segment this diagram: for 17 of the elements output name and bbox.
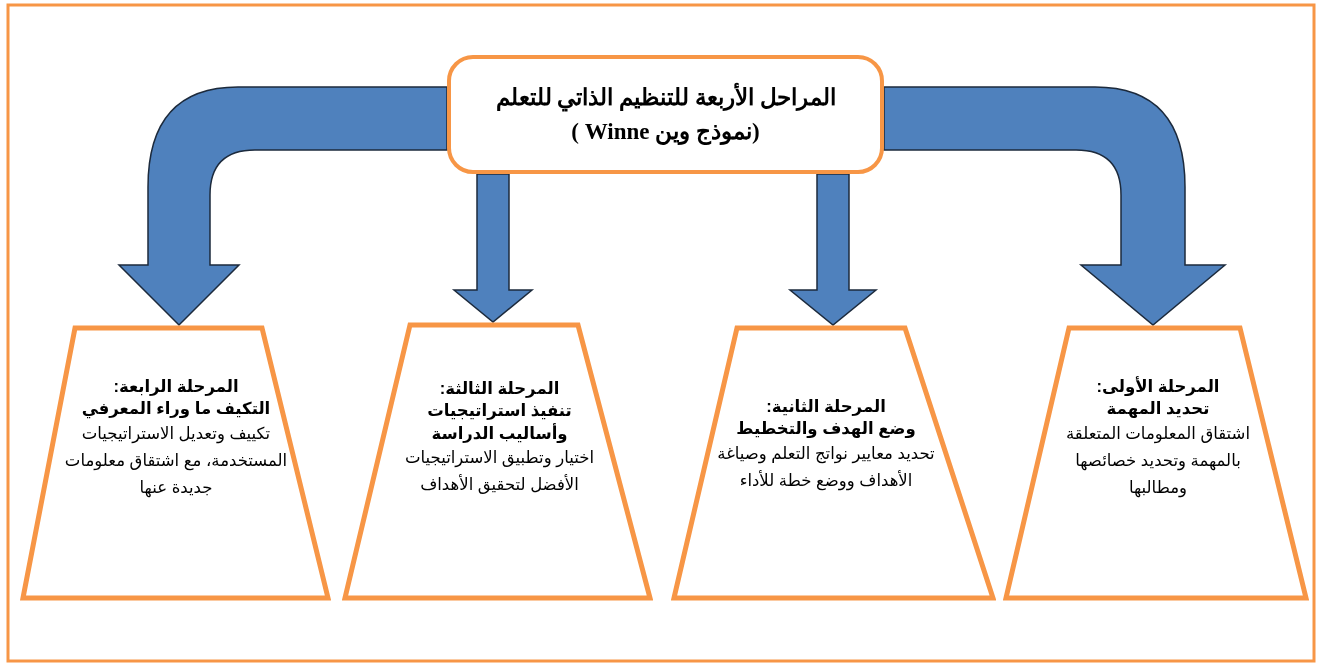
stage-title: تحديد المهمة <box>1105 398 1211 420</box>
block-arrow <box>118 86 448 326</box>
stage-title: وضع الهدف والتخطيط <box>735 418 917 440</box>
stage-title: التكيف ما وراء المعرفي <box>80 398 272 420</box>
stage-description: تكييف وتعديل الاستراتيجيات المستخدمة، مع اشتقاق معلومات جديدة عنها <box>63 422 289 500</box>
block-arrow <box>787 173 879 326</box>
title-box: المراحل الأربعة للتنظيم الذاتي للتعلم (نموذج وين Winne ) <box>447 55 884 174</box>
stage-description: تحديد معايير نواتج التعلم وصياغة الأهداف ووضع خطة للأداء <box>716 442 936 493</box>
block-arrow <box>451 173 535 323</box>
stage-description: اختيار وتطبيق الاستراتيجيات الأفضل لتحقيق الأهداف <box>404 446 595 496</box>
stage-heading: المرحلة الثانية: <box>765 396 887 418</box>
stage-description: اشتقاق المعلومات المتعلقة بالمهمة وتحديد خصائصها ومطالبها <box>1065 422 1251 500</box>
block-arrow <box>883 86 1226 326</box>
stage-heading: المرحلة الرابعة: <box>112 376 240 398</box>
stage-title: تنفيذ استراتيجيات وأساليب الدراسة <box>426 400 573 444</box>
stage-heading: المرحلة الثالثة: <box>438 378 561 400</box>
stage-heading: المرحلة الأولى: <box>1095 375 1221 398</box>
